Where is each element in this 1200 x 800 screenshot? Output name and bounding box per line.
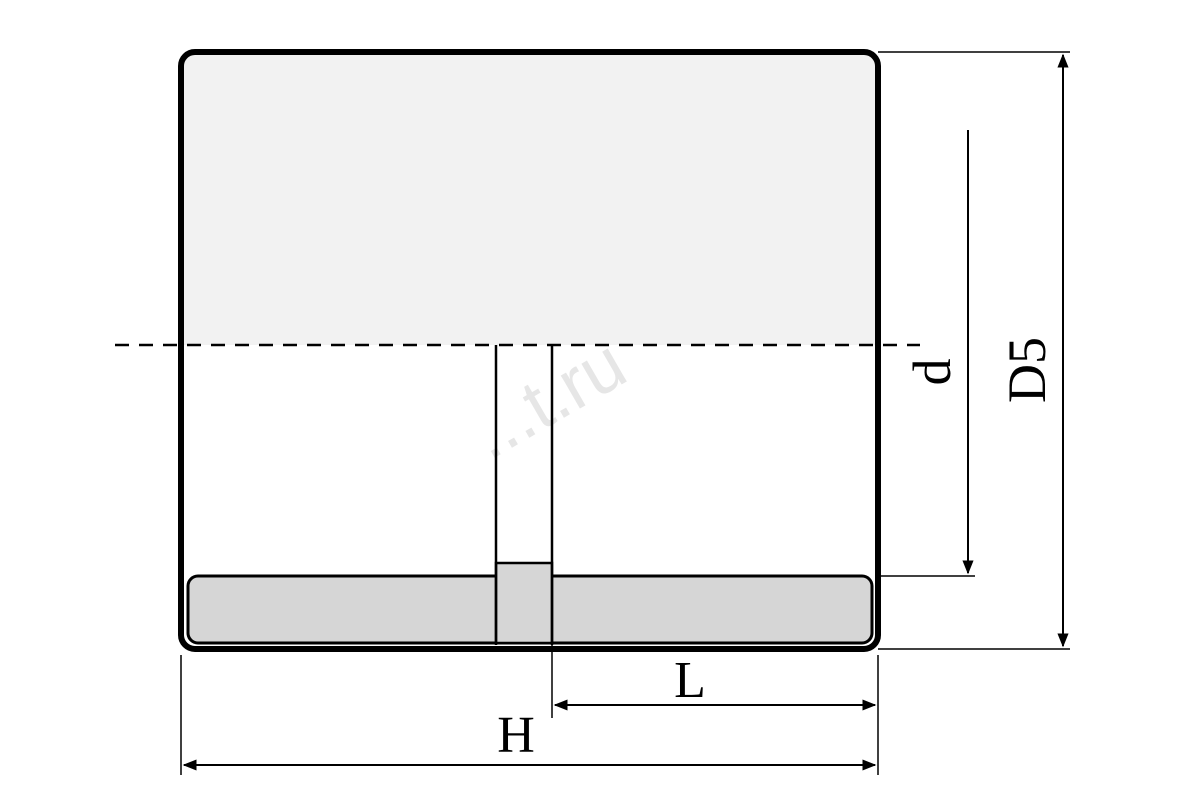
upper-half-fill — [181, 52, 878, 345]
l-label: L — [674, 652, 706, 709]
h-label: H — [497, 707, 535, 764]
center-stop-ridge — [494, 561, 554, 645]
watermark-text: ...t.ru — [457, 324, 639, 475]
d5-label: D5 — [997, 337, 1057, 403]
d-label: d — [902, 359, 962, 386]
coupling-body-outline — [178, 49, 881, 652]
